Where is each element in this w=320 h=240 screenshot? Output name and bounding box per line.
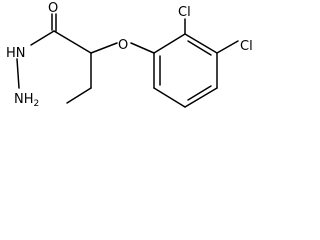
ethyl-bond [66,87,92,104]
chlorine-ortho-label: Cl [178,5,191,20]
ring-bond-1 [153,33,186,54]
ring-bond-4 [184,87,218,108]
structure-svg: O O HN NH2 Cl Cl [6,1,253,109]
ether-oxygen-label: O [118,38,128,53]
carbonyl-to-nh-bond [30,30,55,46]
ring-inner-bond-b [187,85,212,101]
chlorine-meta-label: Cl [240,39,253,54]
ring-to-cl-meta-bond [216,40,239,54]
hydrazide-nh-label: HN [6,46,26,61]
ether-o-to-ring-bond [130,42,155,54]
amine-subscript-2: 2 [34,99,40,109]
bond-layer [16,13,239,108]
amine-nh2-label: NH2 [14,92,39,109]
ring-inner-bond-a [187,40,212,56]
amine-nh-text: NH [14,92,34,107]
nn-bond [16,58,20,89]
carbonyl-oxygen-label: O [48,1,58,16]
ring-bond-2 [184,33,218,54]
carbonyl-to-alpha-bond [53,30,92,54]
alpha-to-ether-o-bond [90,42,118,54]
molecule-diagram: O O HN NH2 Cl Cl [0,0,270,132]
ring-bond-5 [153,87,186,108]
label-layer: O O HN NH2 Cl Cl [6,1,253,109]
